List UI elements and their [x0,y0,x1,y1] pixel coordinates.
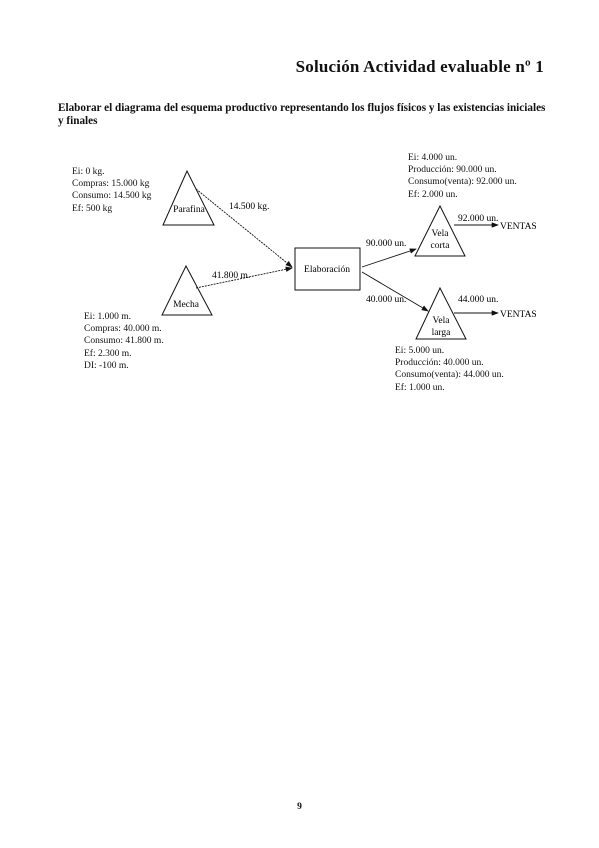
vela-larga-ef: Ef: 1.000 un. [395,382,445,393]
vela-larga-label-2: larga [432,328,452,338]
vela-larga-consumo: Consumo(venta): 44.000 un. [395,370,504,381]
vela-corta-ef: Ef: 2.000 un. [408,189,458,200]
mecha-ef: Ef: 2.300 m. [84,348,132,359]
flow-label-vela-corta: 90.000 un. [366,239,406,249]
flow-label-ventas-larga: 44.000 un. [458,295,498,305]
activity-instructions: Elaborar el diagrama del esquema product… [58,102,546,127]
vela-larga-produccion: Producción: 40.000 un. [395,358,484,369]
vela-larga-label-1: Vela [433,316,451,326]
vela-corta-label-2: corta [431,241,451,251]
vela-larga-inventory: Ei: 5.000 un. Producción: 40.000 un. Con… [395,345,504,394]
parafina-consumo: Consumo: 14.500 kg [72,191,152,202]
ventas-larga-label: VENTAS [500,310,537,320]
vela-corta-inventory: Ei: 4.000 un. Producción: 90.000 un. Con… [408,152,517,201]
mecha-label: Mecha [173,300,200,310]
parafina-inventory: Ei: 0 kg. Compras: 15.000 kg Consumo: 14… [72,166,151,215]
flow-label-ventas-corta: 92.000 un. [458,214,498,224]
vela-corta-produccion: Producción: 90.000 un. [408,165,497,176]
mecha-inventory: Ei: 1.000 m. Compras: 40.000 m. Consumo:… [84,311,164,372]
page-title: Solución Actividad evaluable nº 1 [295,57,544,76]
elaboracion-label: Elaboración [304,265,350,275]
mecha-compras: Compras: 40.000 m. [84,324,162,335]
flow-label-parafina: 14.500 kg. [229,202,269,212]
mecha-di: DI: -100 m. [84,360,129,371]
elaboracion-node: Elaboración [294,247,361,291]
vela-corta-consumo: Consumo(venta): 92.000 un. [408,177,517,188]
parafina-ei: Ei: 0 kg. [72,167,105,177]
parafina-ef: Ef: 500 kg [72,203,113,214]
mecha-ei: Ei: 1.000 m. [84,312,131,322]
page-number: 9 [297,802,302,812]
flow-arrow-vela-corta [361,248,417,268]
flow-arrow-parafina [195,188,293,268]
vela-corta-label-1: Vela [432,229,450,239]
mecha-consumo: Consumo: 41.800 m. [84,336,164,347]
flow-arrow-mecha [195,266,293,289]
ventas-corta-label: VENTAS [500,222,537,232]
flow-label-vela-larga: 40.000 un. [366,295,406,305]
mecha-node: Mecha [161,264,213,316]
flow-arrow-vela-larga [361,271,429,312]
parafina-node: Parafina [162,169,215,226]
flow-label-mecha: 41.800 m. [212,271,250,281]
vela-larga-ei: Ei: 5.000 un. [395,346,445,356]
vela-corta-node: Vela corta [414,204,466,257]
parafina-compras: Compras: 15.000 kg [72,179,150,190]
parafina-label: Parafina [173,204,205,215]
vela-larga-node: Vela larga [415,286,467,340]
vela-corta-ei: Ei: 4.000 un. [408,153,458,163]
